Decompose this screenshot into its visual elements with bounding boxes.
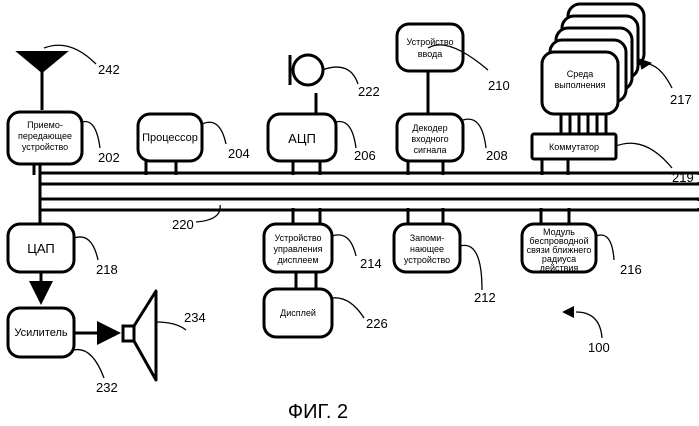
figure-caption: ФИГ. 2: [288, 401, 348, 423]
block-transceiver: Приемо-передающееустройство: [8, 112, 82, 164]
dac-label: ЦАП: [27, 241, 55, 256]
ref-bus: 220: [172, 217, 194, 232]
input-decoder-label: Декодервходногосигнала: [411, 123, 448, 155]
ref-adc: 206: [354, 148, 376, 163]
ref-device: 100: [588, 340, 610, 355]
ref-microphone: 222: [358, 84, 380, 99]
adc-label: АЦП: [288, 131, 316, 146]
ref-switch: 219: [672, 170, 694, 185]
ref-input-decoder: 208: [486, 148, 508, 163]
ref-antenna: 242: [98, 62, 120, 77]
ref-display-controller: 214: [360, 256, 382, 271]
upper-bus: [40, 173, 699, 184]
block-switch: Коммутатор: [532, 134, 616, 159]
ref-amplifier: 232: [96, 380, 118, 395]
switch-label: Коммутатор: [549, 142, 599, 152]
ref-transceiver: 202: [98, 150, 120, 165]
block-adc: АЦП: [268, 114, 336, 161]
block-display-controller: Устройствоуправлениядисплеем: [264, 224, 332, 272]
block-input-decoder: Декодервходногосигнала: [397, 114, 463, 161]
antenna-icon: [18, 52, 66, 110]
ref-display: 226: [366, 316, 388, 331]
ref-speaker: 234: [184, 310, 206, 325]
block-memory: Запоми-нающееустройство: [394, 224, 460, 272]
microphone-icon: [290, 55, 323, 85]
block-nfc-module: Модульбеспроводнойсвязи ближнегорадиусад…: [522, 224, 596, 273]
block-processor: Процессор: [138, 114, 202, 161]
processor-label: Процессор: [142, 132, 198, 144]
ref-processor: 204: [228, 146, 250, 161]
ref-input-device: 210: [488, 78, 510, 93]
display-controller-label: Устройствоуправлениядисплеем: [273, 233, 322, 265]
amplifier-label: Усилитель: [14, 327, 68, 339]
memory-label: Запоми-нающееустройство: [404, 233, 450, 265]
block-dac: ЦАП: [8, 224, 74, 272]
display-label: Дисплей: [280, 308, 316, 318]
lower-bus: [40, 199, 699, 210]
speaker-icon: [123, 291, 156, 380]
ref-memory: 212: [474, 290, 496, 305]
ref-dac: 218: [96, 262, 118, 277]
block-amplifier: Усилитель: [8, 308, 74, 357]
runtime-stack: [542, 4, 644, 114]
ref-nfc-module: 216: [620, 262, 642, 277]
ref-runtime: 217: [670, 92, 692, 107]
block-display: Дисплей: [264, 289, 332, 337]
